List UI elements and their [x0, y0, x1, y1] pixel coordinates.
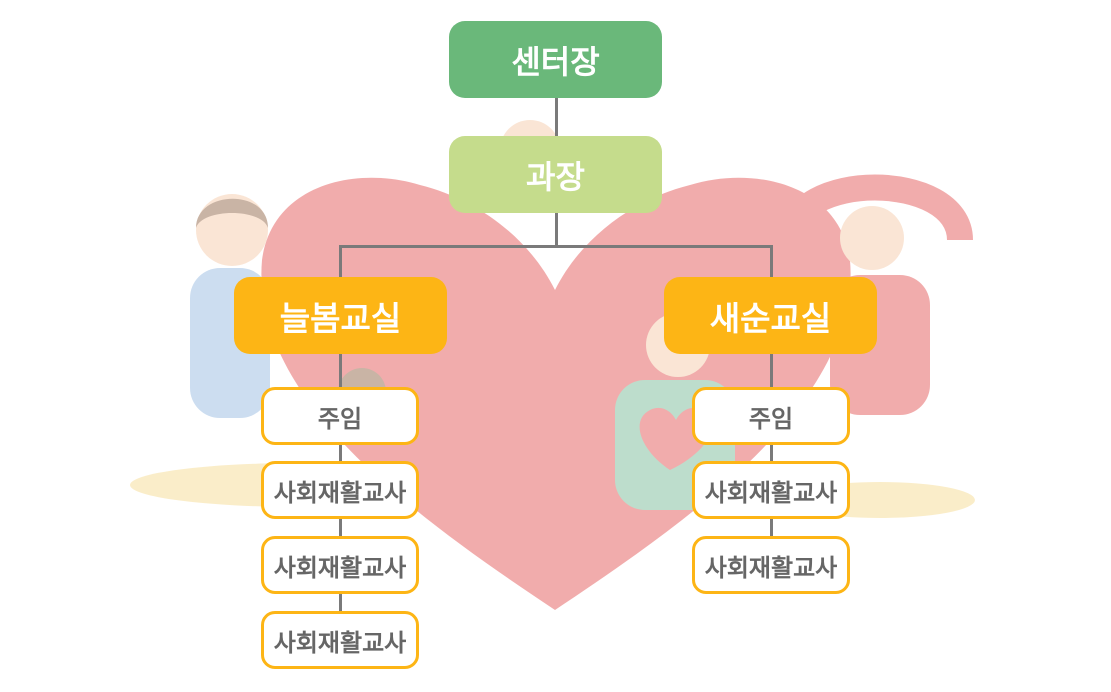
connector-horizontal — [339, 245, 773, 248]
staff-box-neulbom-3: 사회재활교사 — [261, 536, 419, 594]
person-right-arms — [777, 174, 973, 242]
manager-box: 과장 — [449, 136, 662, 213]
director-box: 센터장 — [449, 21, 662, 98]
person-left-head — [196, 194, 268, 266]
connector-right-staff — [770, 354, 773, 539]
connector-manager-branch — [555, 213, 558, 246]
staff-box-saesun-2: 사회재활교사 — [692, 461, 850, 519]
department-box-neulbom: 늘봄교실 — [234, 277, 447, 354]
staff-box-neulbom-1: 주임 — [261, 387, 419, 445]
connector-to-dept-right — [770, 245, 773, 277]
staff-box-saesun-3: 사회재활교사 — [692, 536, 850, 594]
person-left-hair — [196, 198, 268, 228]
department-box-saesun: 새순교실 — [664, 277, 877, 354]
person-right-head — [840, 206, 904, 270]
staff-box-saesun-1: 주임 — [692, 387, 850, 445]
staff-box-neulbom-4: 사회재활교사 — [261, 611, 419, 669]
staff-box-neulbom-2: 사회재활교사 — [261, 461, 419, 519]
connector-director-manager — [555, 98, 558, 136]
connector-to-dept-left — [339, 245, 342, 277]
